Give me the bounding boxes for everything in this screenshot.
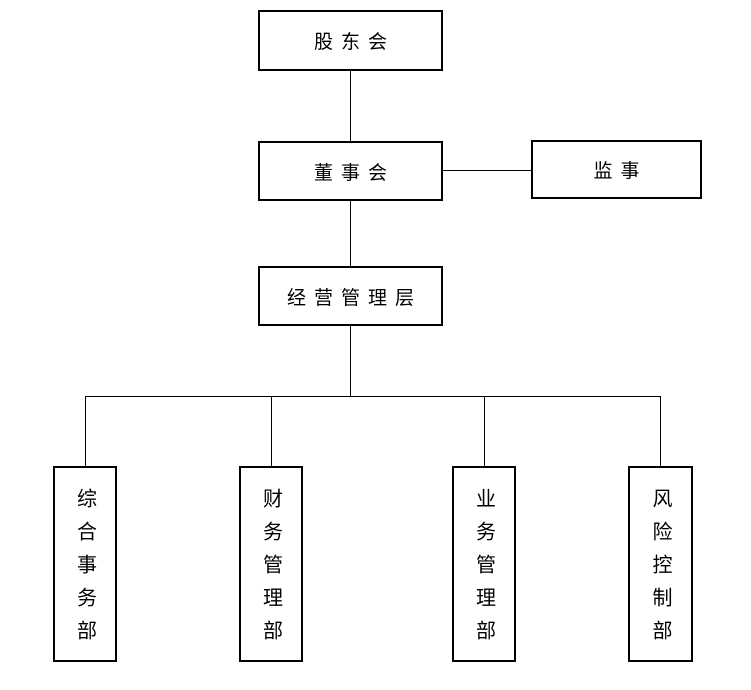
node-supervisor-label: 监事	[593, 161, 648, 182]
node-supervisor: 监事	[531, 140, 702, 199]
node-management-label: 经营管理层	[286, 287, 422, 309]
connector-board-supervisor	[443, 170, 531, 171]
connector-shareholders-board	[350, 71, 351, 141]
node-dept-risk-control-label: 风险控制部	[649, 488, 671, 653]
node-dept-general-affairs-label: 综合事务部	[73, 488, 96, 653]
node-dept-business-management-label: 业务管理部	[472, 488, 495, 653]
node-dept-general-affairs: 综合事务部	[53, 466, 117, 662]
connector-board-management	[350, 201, 351, 266]
connector-management-trunk	[350, 326, 351, 396]
connector-departments-bus	[85, 396, 661, 397]
node-shareholders-meeting: 股东会	[258, 10, 443, 71]
node-dept-risk-control: 风险控制部	[628, 466, 693, 662]
node-dept-financial-management-label: 财务管理部	[259, 488, 282, 653]
node-board-of-directors: 董事会	[258, 141, 443, 201]
node-dept-business-management: 业务管理部	[452, 466, 516, 662]
connector-drop-finance	[271, 396, 272, 466]
connector-drop-general-affairs	[85, 396, 86, 466]
node-shareholders-label: 股东会	[313, 32, 395, 53]
node-dept-financial-management: 财务管理部	[239, 466, 303, 662]
connector-drop-risk	[660, 396, 661, 466]
connector-drop-business	[484, 396, 485, 466]
node-management-layer: 经营管理层	[258, 266, 443, 326]
node-board-label: 董事会	[313, 162, 395, 184]
